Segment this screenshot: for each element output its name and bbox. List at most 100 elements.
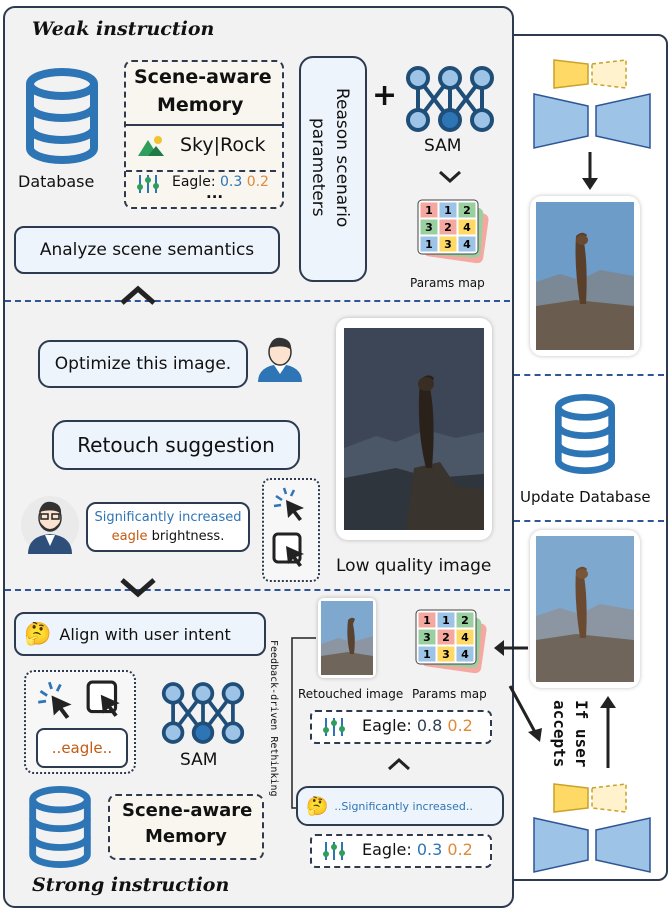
sam-network-icon-strong	[161, 682, 245, 744]
thought-text: ..Significantly increased..	[334, 799, 473, 813]
right-image-bottom	[530, 530, 640, 688]
chevron-up-icon	[120, 285, 156, 305]
params-map-label-strong: Params map	[412, 687, 487, 701]
grid2-n2: 1	[442, 614, 450, 627]
chevron-down-icon	[438, 170, 462, 184]
bot-rest: brightness.	[147, 529, 225, 544]
param-row-bottom: Eagle: 0.3 0.2	[310, 834, 492, 868]
grid-n2: 1	[444, 204, 452, 217]
arrow-diagonal-icon	[508, 685, 542, 742]
param-bottom-v2: 0.2	[447, 840, 473, 859]
arrow-up-icon	[600, 696, 616, 768]
retouched-label: Retouched image	[298, 687, 404, 701]
select-cursor-icon	[272, 532, 304, 567]
model-icon-top	[533, 59, 651, 149]
sliders-icon	[137, 175, 159, 193]
reason-line2: parameters	[308, 118, 328, 217]
bot-line1: Significantly increased	[94, 510, 242, 525]
feedback-label: Feedback-driven Rethinking	[268, 640, 279, 797]
bot-message-bubble: Significantly increased eagle brightness…	[86, 502, 250, 552]
database-icon-strong	[29, 786, 91, 868]
bot-avatar-icon	[21, 496, 79, 554]
param-bottom-v1: 0.3	[416, 840, 443, 859]
param-top-v1: 0.8	[416, 716, 443, 735]
select-cursor-icon-strong	[86, 680, 120, 717]
sliders-icon-top	[323, 718, 345, 736]
memory-param-v1: 0.3	[219, 174, 243, 190]
grid-n4: 3	[425, 221, 433, 234]
retouch-suggestion-box: Retouch suggestion	[52, 420, 300, 470]
grid2-n3: 2	[461, 614, 469, 627]
grid-n9: 4	[463, 238, 471, 251]
right-image-top	[530, 196, 640, 356]
if-user-line2: accepts	[550, 700, 569, 768]
scene-memory-box	[124, 60, 284, 209]
strong-instruction-title: Strong instruction	[32, 874, 230, 896]
memory-param-label: Eagle:	[172, 174, 216, 190]
low-quality-label: Low quality image	[336, 556, 492, 576]
sam-label-strong: SAM	[180, 750, 218, 770]
separator-bottom	[5, 589, 510, 591]
bot-word: eagle	[111, 529, 148, 544]
memory-param-v2: 0.2	[246, 174, 269, 190]
param-top-label: Eagle:	[362, 716, 412, 735]
retouched-image	[318, 598, 376, 678]
memory-title-line1: Scene-aware	[134, 66, 272, 88]
eagle-chat-bubble: ..eagle..	[36, 728, 128, 768]
bot-line2: eagle brightness.	[88, 527, 248, 546]
scene-memory-box-strong	[108, 794, 264, 860]
sam-label-top: SAM	[424, 136, 462, 156]
sliders-icon-bottom	[323, 842, 345, 860]
align-box: 🤔 Align with user intent	[14, 612, 266, 656]
memory-tag: Sky|Rock	[180, 134, 266, 156]
grid2-n4: 3	[423, 631, 431, 644]
params-map-label-top: Params map	[410, 276, 485, 290]
model-icon-bottom	[533, 783, 651, 873]
param-top-v2: 0.2	[447, 716, 473, 735]
landscape-icon	[138, 136, 164, 156]
grid-n3: 2	[463, 204, 471, 217]
click-cursor-icon-strong	[38, 681, 72, 719]
low-quality-image	[336, 318, 492, 540]
analyze-box: Analyze scene semantics	[14, 226, 280, 274]
grid2-n5: 2	[442, 631, 450, 644]
chevron-down-big-icon	[120, 578, 156, 598]
if-user-line1: If user	[572, 700, 591, 768]
grid2-n9: 4	[461, 648, 469, 661]
reason-line1: Reason scenario	[332, 88, 352, 228]
separator-top	[5, 300, 510, 302]
click-cursor-icon	[273, 487, 304, 521]
user-avatar-icon	[258, 337, 302, 382]
grid2-n1: 1	[423, 614, 431, 627]
grid2-n7: 1	[423, 648, 431, 661]
strong-memory-line1: Scene-aware	[122, 800, 253, 821]
database-label: Database	[18, 172, 95, 191]
update-database-icon	[555, 394, 615, 474]
reason-box	[299, 56, 367, 282]
params-map-icon-strong: 1 1 2 3 2 4 1 3 4	[415, 609, 487, 674]
grid-n7: 1	[425, 238, 433, 251]
reason-text: Reason scenario parameters	[300, 58, 362, 276]
param-top-text: Eagle: 0.8 0.2	[362, 716, 473, 735]
memory-divider	[124, 124, 282, 126]
grid-n5: 2	[444, 221, 452, 234]
eagle-chat-text: ..eagle..	[51, 739, 113, 757]
memory-param-text: Eagle: 0.3 0.2	[172, 174, 269, 190]
update-database-label: Update Database	[520, 488, 651, 506]
params-map-icon: 1 1 2 3 2 4 1 3 4	[417, 199, 489, 264]
memory-more: ...	[206, 184, 224, 202]
thought-face-icon: 🤔	[306, 795, 329, 817]
arrow-left-icon	[494, 640, 528, 656]
param-row-weak	[126, 170, 276, 200]
separator-right-2	[514, 520, 664, 522]
database-icon	[26, 68, 98, 164]
align-label: Align with user intent	[59, 624, 231, 644]
param-bottom-text: Eagle: 0.3 0.2	[362, 840, 473, 859]
weak-instruction-title: Weak instruction	[32, 18, 215, 40]
separator-right-1	[514, 374, 664, 376]
grid-n6: 4	[463, 221, 471, 234]
grid-n1: 1	[425, 204, 433, 217]
sam-network-icon	[406, 66, 494, 132]
grid2-n8: 3	[442, 648, 450, 661]
user-message-bubble: Optimize this image.	[38, 340, 248, 388]
